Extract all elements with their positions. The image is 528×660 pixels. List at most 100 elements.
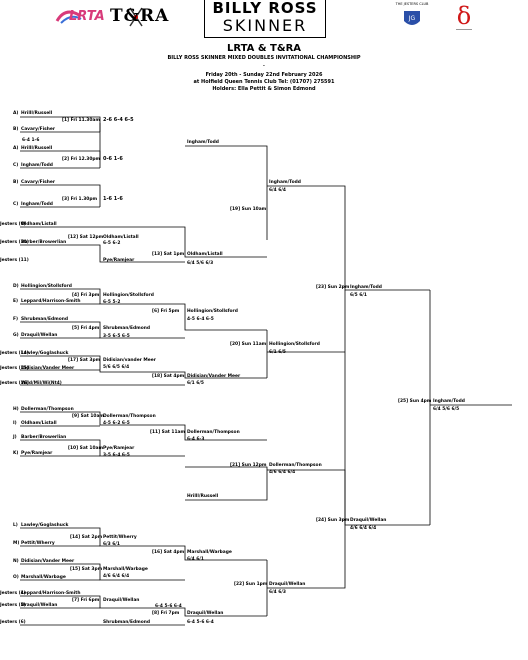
subtitle-dot: .: [263, 62, 265, 68]
match-score: 4-5 6-4 6-5: [187, 317, 214, 322]
tra-logo-text: T&RA: [110, 6, 170, 26]
match-score: 6-4 1-6: [22, 138, 40, 143]
match-time: [24] Sun 3pm: [316, 518, 350, 523]
match-time: [10] Sat 10am: [68, 446, 104, 451]
match-time: [17] Sat 3pm: [68, 358, 101, 363]
match-winner: Pettit/Wherry: [103, 535, 137, 540]
match-winner: Ingham/Todd: [187, 140, 219, 145]
match-winner: Hollingion/Stollsford: [187, 309, 238, 314]
match-winner: Dollerman/Thompson: [187, 430, 240, 435]
entry-name: Draquil/Wellan: [21, 603, 58, 608]
entry-seed: O): [13, 575, 19, 580]
match-winner: Dollerman/Thompson: [269, 463, 322, 468]
match-winner: Draquil/Wellan: [187, 611, 224, 616]
match-time: [3] Fri 1.30pm: [62, 197, 98, 202]
match-score: 5/6 6/5 6/4: [103, 365, 130, 370]
match-time: [18] Sat 4pm: [152, 374, 185, 379]
entry-name: Lawley/Goglashuck: [21, 523, 69, 528]
entry-name: Ingham/Todd: [21, 163, 53, 168]
entry-seed: H): [13, 407, 19, 412]
lrta-logo-text: LRTA: [69, 9, 105, 24]
match-winner: Marshall/Warbage: [187, 550, 232, 555]
entry-seed: M): [13, 541, 20, 546]
match-time: [11] Sat 11am: [150, 430, 186, 435]
match-time: [16] Sat 4pm: [152, 550, 185, 555]
match-winner: Oldham/Listall: [103, 235, 139, 240]
entry-seed: Jesters (11): [0, 258, 29, 263]
entry-name: Barber/Browerlian: [21, 240, 67, 245]
match-time: [14] Sat 2pm: [70, 535, 103, 540]
match-score: 2-6 6-4 6-5: [103, 117, 134, 123]
entry-name: Pye/Ramjear: [21, 451, 53, 456]
match-winner: Hrilll/Russell: [187, 494, 219, 499]
match-winner: Marshall/Warbage: [103, 567, 148, 572]
entry-seed: E): [13, 299, 19, 304]
entry-name: Leppard/Harrison-Smith: [21, 591, 81, 596]
entry-name: Hollingion/Stollsford: [21, 284, 72, 289]
match-winner: Dollerman/Thompson: [103, 414, 156, 419]
entry-seed: C): [13, 202, 19, 207]
match-winner: Draquil/Wellan: [350, 518, 387, 523]
logo-line-1: BILLY ROSS: [212, 0, 318, 17]
entry-seed: N): [13, 559, 19, 564]
entry-seed: Jesters (10): [0, 240, 29, 245]
match-score: 6/1 6/5: [269, 350, 286, 355]
jesters-club-logo: THE JESTERS CLUB JG: [392, 2, 432, 34]
entry-seed: B): [13, 180, 19, 185]
entry-name: Pettit/Wherry: [21, 541, 55, 546]
match-time: [22] Sun 1pm: [234, 582, 268, 587]
match-score: 6-5 5-2: [103, 300, 121, 305]
match-score: 6-4 6-3: [187, 437, 205, 442]
entry-seed: G): [13, 333, 19, 338]
page-subtitle: BILLY ROSS SKINNER MIXED DOUBLES INVITAT…: [167, 55, 361, 61]
logo-line-2: SKINNER: [222, 16, 308, 35]
entry-seed: Jesters (14): [0, 351, 29, 356]
entry-seed: J): [13, 435, 17, 440]
entry-seed: Jesters (15): [0, 366, 29, 371]
match-score: 4/6 6/4 6/4: [269, 470, 296, 475]
entry-name: Dollerman/Thompson: [21, 407, 74, 412]
entry-name: Barber/Browerlian: [21, 435, 67, 440]
jesters-club-text: THE JESTERS CLUB: [395, 2, 429, 6]
match-time: [4] Fri 3pm: [72, 293, 100, 298]
match-time: [9] Sat 10am: [72, 414, 104, 419]
match-winner: Didisian/Vander Meer: [187, 374, 241, 379]
entry-name: Hrilll/Russell: [21, 111, 53, 116]
match-score: 3-5 6-5 6-5: [103, 334, 130, 339]
match-winner: Hollingion/Stollsford: [103, 293, 154, 298]
entry-name: Oldham/Listall: [21, 421, 57, 426]
match-time: [15] Sat 3pm: [70, 567, 103, 572]
entry-name: Oldham/Listall: [21, 222, 57, 227]
entry-seed: Jesters (6): [0, 620, 26, 625]
entry-name: Cavary/Fisher: [21, 180, 56, 185]
entry-seed: K): [13, 451, 19, 456]
entry-seed: B): [13, 127, 19, 132]
match-score: 4/6 6/4 6/4: [350, 526, 377, 531]
entry-name: Cavary/Fisher: [21, 127, 56, 132]
match-winner: Oldham/Listall: [187, 252, 223, 257]
entry-name: Lawley/Goglashuck: [21, 351, 69, 356]
match-winner: Shrubman/Edmond: [103, 326, 150, 331]
entry-seed: A): [13, 111, 19, 116]
match-time: [23] Sun 2pm: [316, 285, 350, 290]
match-time: [19] Sun 10am: [230, 207, 267, 212]
match-time: [25] Sun 4pm: [398, 399, 432, 404]
match-winner: Pye/Ramjear: [103, 446, 135, 451]
match-score: 4-5 6-2 6-5: [103, 421, 130, 426]
match-score: 6/4 5/6 6/5: [433, 407, 460, 412]
match-score: 4/6 6/4 6/4: [103, 574, 130, 579]
event-venue: at Holfield Queen Tennis Club Tel: (0170…: [193, 79, 335, 85]
match-time: [21] Sun 12pm: [230, 463, 267, 468]
billy-ross-skinner-logo: BILLY ROSS SKINNER: [204, 0, 326, 38]
tra-logo: T&RA: [110, 4, 182, 30]
match-score: 6-4 5-6 6-4: [187, 620, 214, 625]
match-score: 1-6 1-6: [103, 196, 123, 202]
lrta-logo: LRTA: [55, 5, 105, 27]
match-time: [20] Sun 11am: [230, 342, 267, 347]
entry-name: Didisian/Vander Meer: [21, 366, 75, 371]
entry-seed: Jesters (16): [0, 381, 29, 386]
match-winner: Draquil/Wellan: [269, 582, 306, 587]
match-winner: Hollingion/Stollsford: [269, 342, 320, 347]
match-score: 6/4 6/1: [187, 557, 204, 562]
